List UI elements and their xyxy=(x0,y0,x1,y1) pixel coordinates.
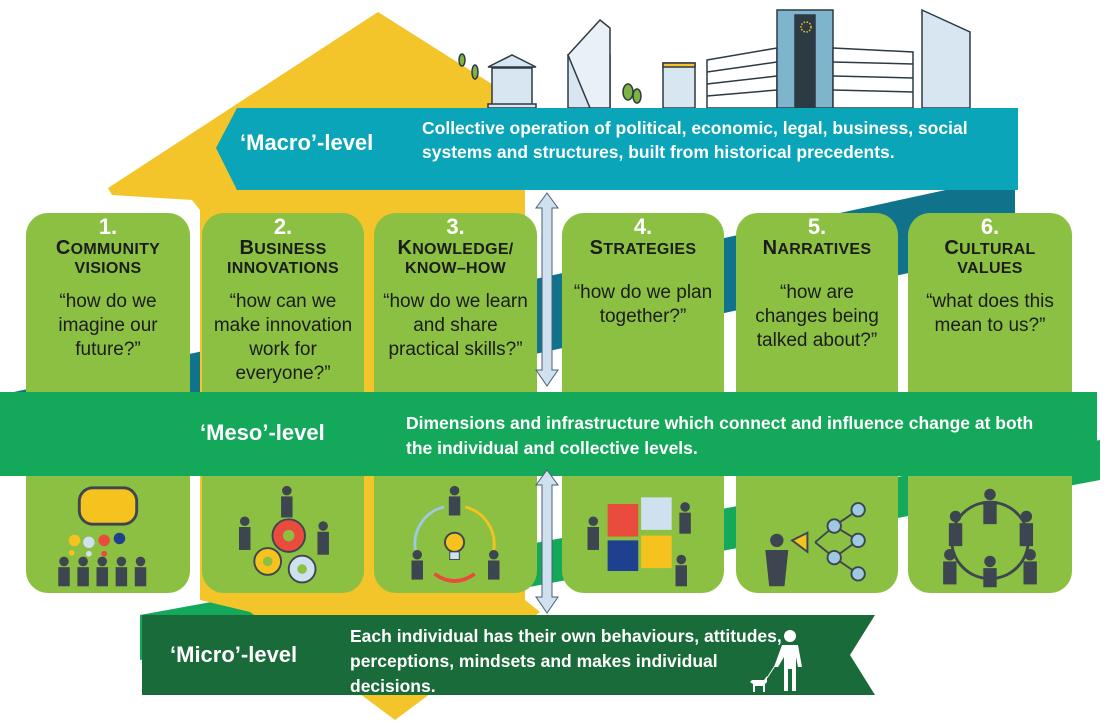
dimension-number: 2. xyxy=(273,214,293,239)
title-rest: trategies xyxy=(603,241,697,258)
title-line2: visions xyxy=(74,260,142,277)
dimension-title: Cultural values xyxy=(908,237,1072,278)
dimension-title: Strategies xyxy=(562,237,724,259)
title-rest: nowledge/ xyxy=(412,241,514,258)
dimension-number: 3. xyxy=(446,214,465,239)
dimension-number: 1. xyxy=(98,214,118,239)
dimension-title: Community visions xyxy=(26,237,190,278)
speech-bubble-crowd-icon xyxy=(58,486,147,587)
person-walking-dog-icon xyxy=(750,630,802,692)
micro-level-label: ‘Micro’-level xyxy=(170,642,298,667)
title-rest: ommunity xyxy=(70,241,161,258)
dimension-question: “what does this mean to us?” xyxy=(926,291,1054,336)
title-line2: values xyxy=(957,260,1023,277)
title-initial: K xyxy=(397,237,413,259)
title-initial: C xyxy=(944,237,960,259)
title-initial: B xyxy=(239,237,255,259)
city-buildings-illustration xyxy=(458,8,971,109)
dimension-title: Knowledge/know–how xyxy=(374,237,537,278)
title-initial: C xyxy=(55,237,71,259)
dimension-question: “how are changes being talked about?” xyxy=(755,282,879,351)
dimension-title: Business innovations xyxy=(202,237,364,278)
dimension-question: “how can we make innovation work for eve… xyxy=(213,291,353,384)
title-rest: ultural xyxy=(959,241,1036,258)
dimension-number: 6. xyxy=(980,214,1000,239)
macro-banner xyxy=(216,108,1018,190)
meso-banner xyxy=(0,392,1097,476)
dimension-number: 5. xyxy=(807,214,827,239)
title-rest: arratives xyxy=(777,241,872,258)
meso-level-description: Dimensions and infrastructure which conn… xyxy=(406,413,1034,458)
meso-level-label: ‘Meso’-level xyxy=(200,420,325,445)
dimension-title: Narratives xyxy=(736,237,898,259)
title-initial: S xyxy=(589,237,604,259)
dimension-question: “how do we imagine our future?” xyxy=(58,291,158,360)
dimension-question: “how do we learn and share practical ski… xyxy=(383,291,528,360)
title-initial: N xyxy=(762,237,778,259)
lightbulb-people-icon xyxy=(411,485,500,583)
megaphone-network-icon xyxy=(765,502,866,587)
macro-level-label: ‘Macro’-level xyxy=(240,130,374,155)
micro-banner xyxy=(142,615,875,695)
puzzle-people-icon xyxy=(587,497,691,587)
title-rest: usiness xyxy=(254,241,327,258)
dimension-question: “how do we plan together?” xyxy=(573,282,713,327)
title-line2: innovations xyxy=(226,260,340,277)
macro-level-description: Collective operation of political, econo… xyxy=(422,118,968,162)
micro-level-description: Each individual has their own behaviours… xyxy=(350,626,782,696)
title-line2: know–how xyxy=(404,260,507,277)
tree-icon xyxy=(458,53,479,80)
gears-people-icon xyxy=(239,485,329,584)
people-circle-icon xyxy=(943,488,1037,588)
dimension-number: 4. xyxy=(633,214,653,239)
